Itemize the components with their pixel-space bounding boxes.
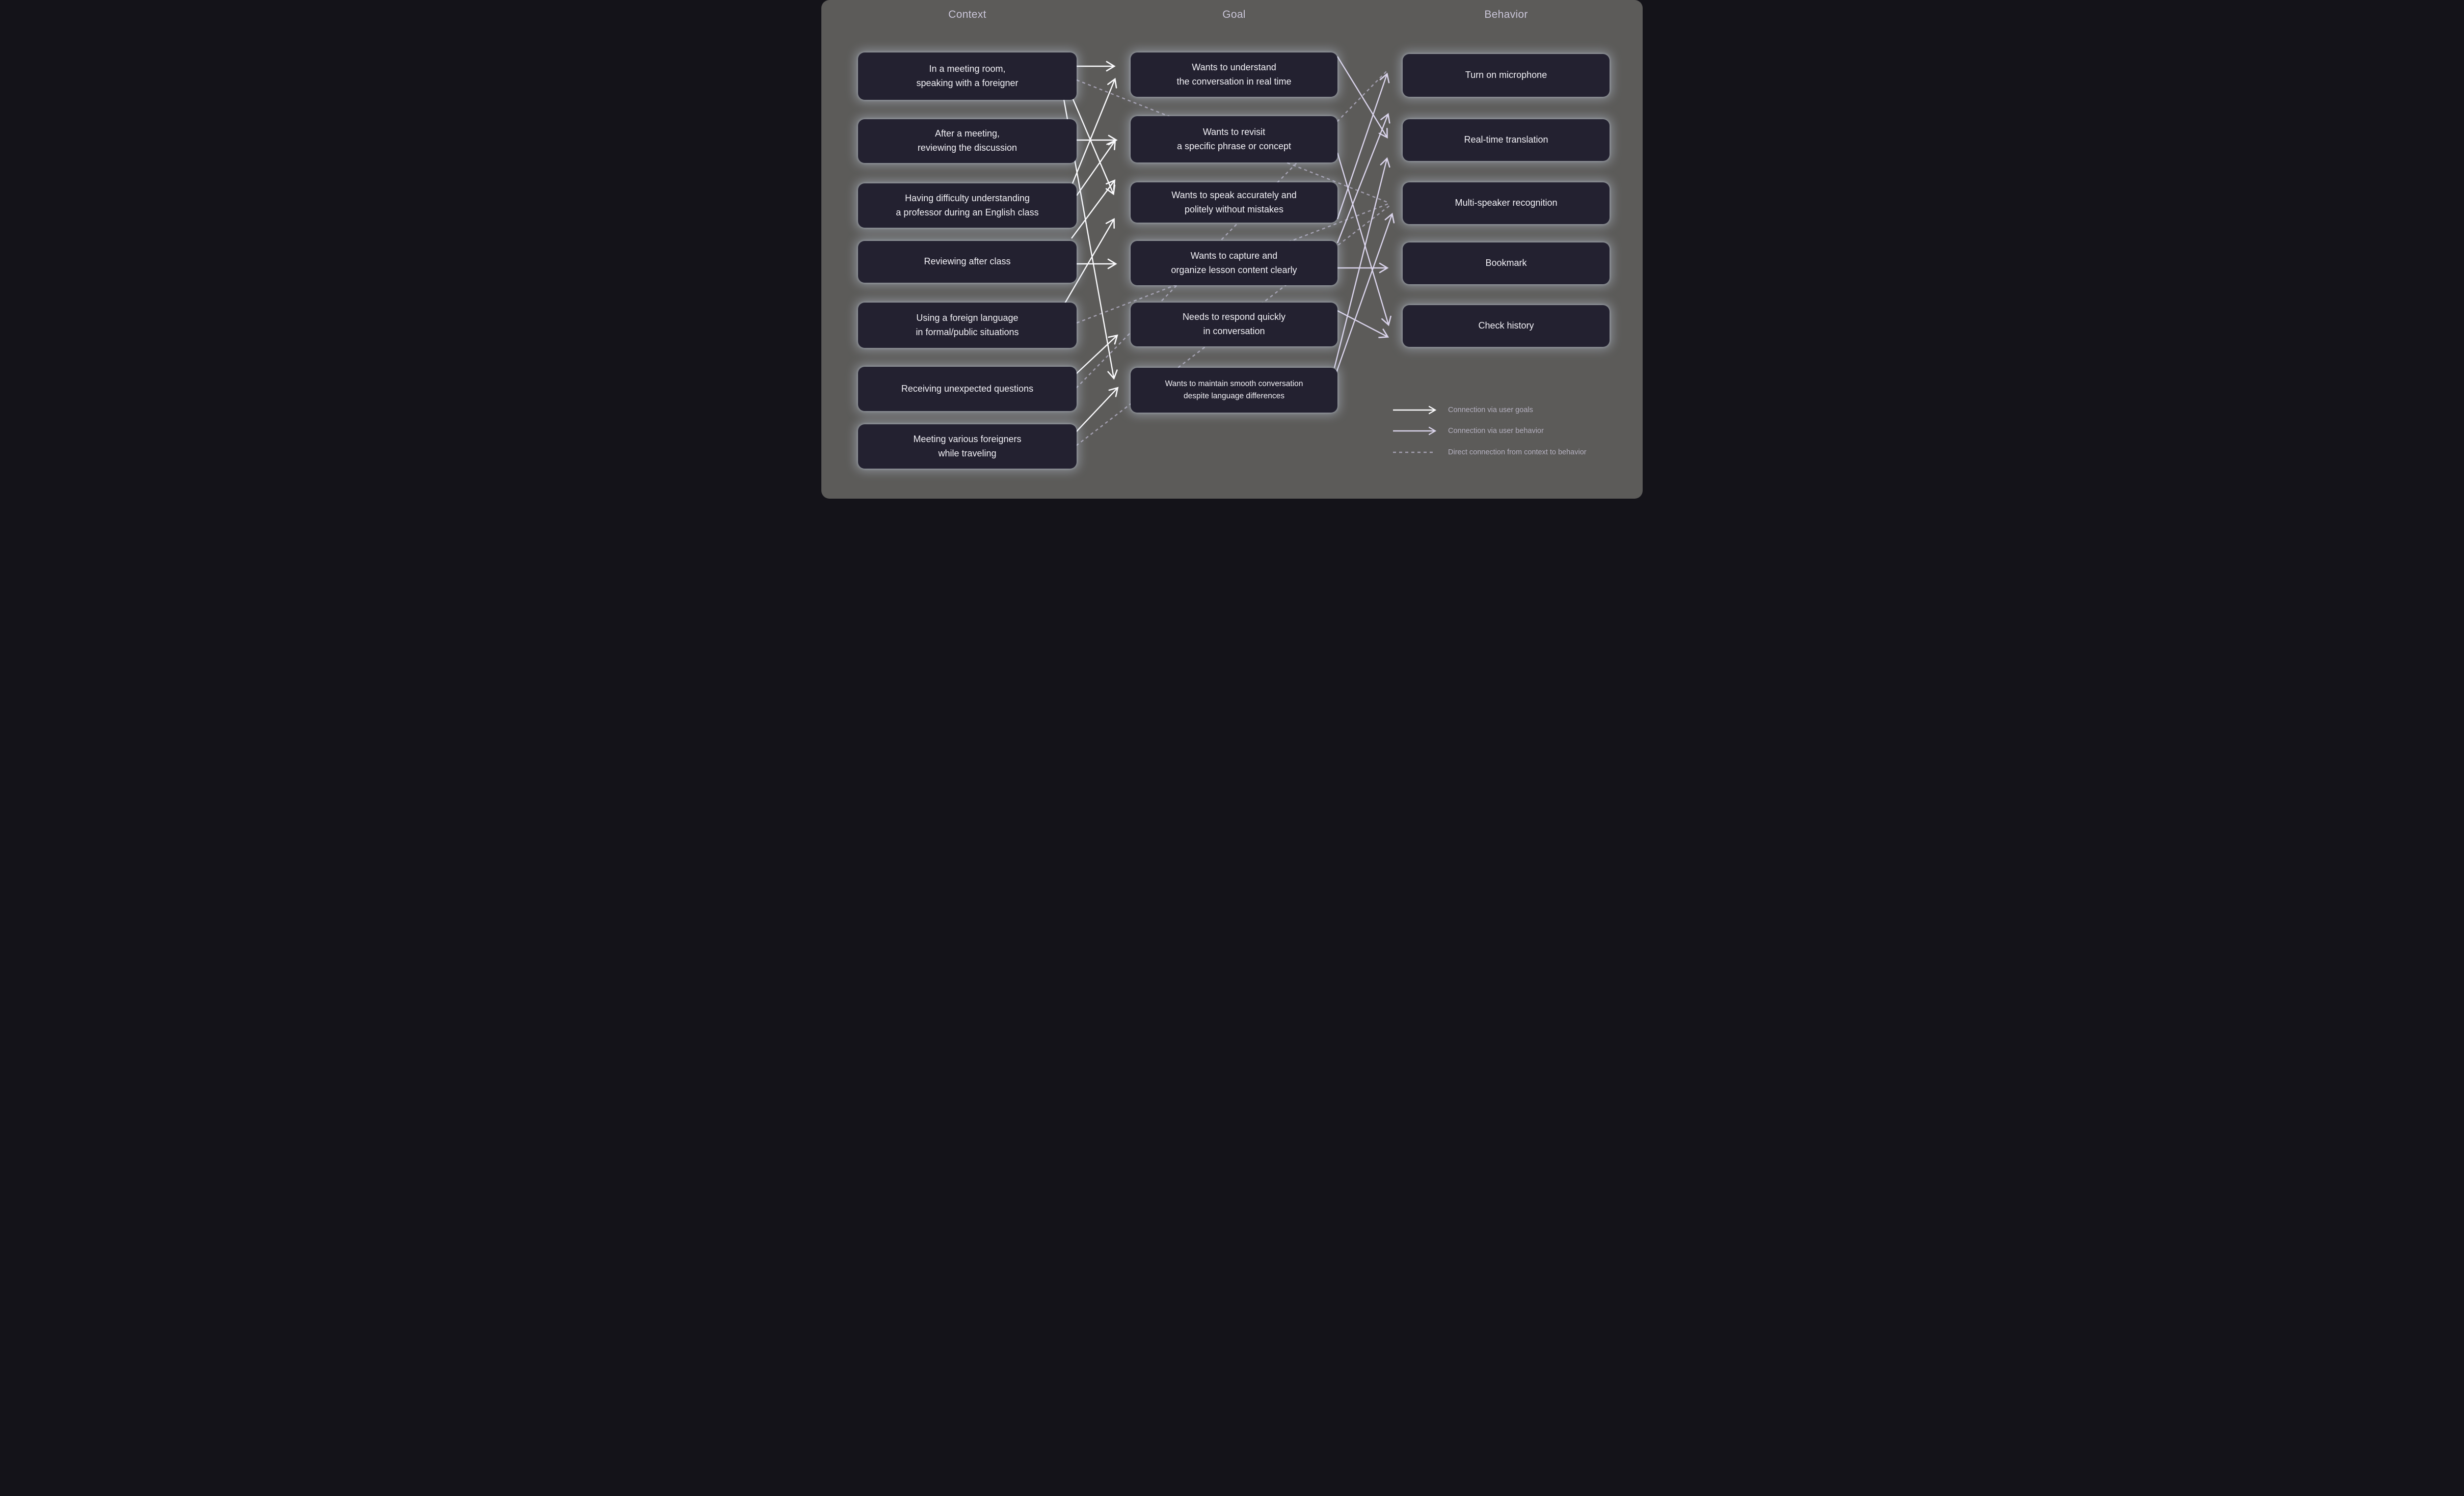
column-header-behavior: Behavior [1484,9,1528,20]
behavior-node-5[interactable]: Check history [1403,305,1610,347]
solid-arrow-white-icon [1393,405,1437,415]
arrow-context1-goal3 [1072,99,1116,196]
legend-label-behavior: Connection via user behavior [1448,427,1544,435]
context-node-4[interactable]: Reviewing after class [858,241,1077,283]
legend-row-goals: Connection via user goals [1392,403,1533,417]
arrow-context7-goal6 [1075,387,1119,433]
arrow-goal3-behavior1 [1336,72,1390,220]
legend-label-goals: Connection via user goals [1448,406,1533,414]
goal-node-1[interactable]: Wants to understand the conversation in … [1131,52,1337,97]
behavior-node-4[interactable]: Bookmark [1403,242,1610,284]
legend-row-behavior: Connection via user behavior [1392,424,1544,438]
context-node-5[interactable]: Using a foreign language in formal/publi… [858,303,1077,348]
behavior-node-1[interactable]: Turn on microphone [1403,54,1610,97]
context-node-2[interactable]: After a meeting, reviewing the discussio… [858,119,1077,163]
arrow-goal4-behavior1 [1336,113,1390,243]
goal-node-4[interactable]: Wants to capture and organize lesson con… [1131,241,1337,285]
dashed-line-icon [1393,451,1436,453]
column-header-goal: Goal [1222,9,1246,20]
column-header-context: Context [948,9,986,20]
direct-line-context6-behavior1 [1076,69,1388,389]
arrow-context3-goal2 [1076,140,1116,196]
legend-label-direct: Direct connection from context to behavi… [1448,448,1587,456]
goal-node-6[interactable]: Wants to maintain smooth conversation de… [1131,368,1337,413]
legend-row-direct: Direct connection from context to behavi… [1392,446,1587,459]
arrow-goal2-behavior5 [1336,152,1391,327]
goal-to-behavior-arrows [1333,56,1395,373]
solid-arrow-lavender-icon [1393,426,1437,436]
context-node-1[interactable]: In a meeting room, speaking with a forei… [858,52,1077,100]
goal-node-3[interactable]: Wants to speak accurately and politely w… [1131,182,1337,223]
arrow-goal5-behavior5 [1337,310,1389,338]
user-journey-diagram: Context Goal Behavior In a meeting room,… [821,0,1643,499]
context-node-3[interactable]: Having difficulty understanding a profes… [858,183,1077,228]
arrow-goal1-behavior2 [1336,56,1388,139]
arrow-context6-goal5 [1076,334,1118,374]
goal-node-5[interactable]: Needs to respond quickly in conversation [1131,303,1337,346]
context-node-7[interactable]: Meeting various foreigners while traveli… [858,424,1077,469]
behavior-node-3[interactable]: Multi-speaker recognition [1403,182,1610,224]
goal-node-2[interactable]: Wants to revisit a specific phrase or co… [1131,116,1337,162]
behavior-node-2[interactable]: Real-time translation [1403,119,1610,161]
arrow-context3-goal1 [1072,77,1117,184]
context-to-goal-arrows [1063,61,1119,433]
arrow-goal6-behavior2 [1333,157,1390,368]
arrow-goal6-behavior3 [1335,212,1395,373]
arrow-context5-goal3 [1063,217,1115,305]
context-node-6[interactable]: Receiving unexpected questions [858,367,1077,411]
